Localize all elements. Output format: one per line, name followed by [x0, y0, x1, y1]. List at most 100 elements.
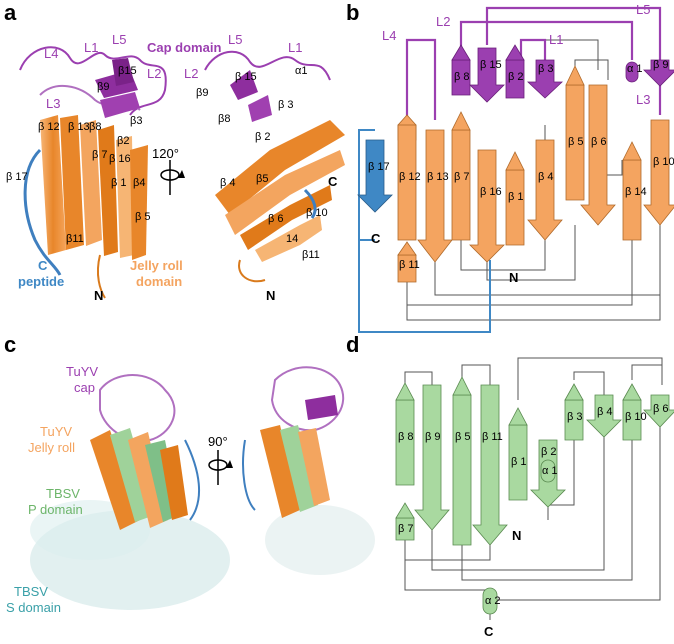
d-strand-a2: α 2 [485, 595, 501, 607]
panel-label-d: d [346, 332, 359, 357]
d-n-terminus: N [512, 528, 521, 543]
label-b11: β11 [66, 233, 84, 245]
b-strand-b4: β 4 [538, 171, 554, 183]
c-label-tuyv-cap-2: cap [74, 380, 95, 395]
b-strand-b2: β 2 [508, 71, 524, 83]
b-strand-b9: β 9 [653, 59, 669, 71]
b-strand-b11: β 11 [399, 259, 420, 271]
label-r-b10: β 10 [306, 207, 328, 219]
label-r-L2: L2 [184, 66, 198, 81]
label-L4: L4 [44, 46, 58, 61]
c-label-tuyv-jr-1: TuYV [40, 424, 72, 439]
b-label-L3: L3 [636, 92, 650, 107]
label-b12: β 12 [38, 121, 60, 133]
d-strand-b4: β 4 [597, 406, 613, 418]
c-label-tbsv-s-1: TBSV [14, 584, 48, 599]
b-strand-b3: β 3 [538, 63, 554, 75]
b-strand-a1: α 1 [627, 63, 643, 75]
label-b3: β3 [130, 115, 142, 127]
panel-label-b: b [346, 0, 359, 25]
b-strand-b1: β 1 [508, 191, 524, 203]
label-r-b14: 14 [286, 233, 298, 245]
label-b17: β 17 [6, 171, 28, 183]
label-L5: L5 [112, 32, 126, 47]
label-L3: L3 [46, 96, 60, 111]
b-strand-b12: β 12 [399, 171, 421, 183]
label-b15: β15 [118, 65, 137, 77]
label-cap-domain: Cap domain [147, 40, 221, 55]
rotation-label-120: 120° [152, 146, 179, 161]
b-n-terminus: N [509, 270, 518, 285]
label-r-b3: β 3 [278, 99, 294, 111]
label-b2: β2 [117, 135, 129, 147]
label-r-b4: β 4 [220, 177, 236, 189]
panel-a-labels: L4 L1 L5 Cap domain L2 L3 β15 β9 β8 β3 β… [6, 32, 338, 303]
d-strand-b3: β 3 [567, 411, 583, 423]
label-jelly-roll-1: Jelly roll [130, 258, 183, 273]
d-strand-b11: β 11 [482, 431, 503, 443]
b-strand-b16: β 16 [480, 186, 502, 198]
b-strand-b13: β 13 [427, 171, 449, 183]
d-strand-b2: β 2 [541, 446, 557, 458]
b-c-terminus: C [371, 231, 381, 246]
d-strand-b8: β 8 [398, 431, 414, 443]
d-strand-b6: β 6 [653, 403, 669, 415]
label-jelly-roll-2: domain [136, 274, 182, 289]
b-label-L4: L4 [382, 28, 396, 43]
b-label-L5: L5 [636, 2, 650, 17]
label-r-b9: β9 [196, 87, 208, 99]
label-n-left: N [94, 288, 103, 303]
d-strand-b10: β 10 [625, 411, 647, 423]
label-r-L5: L5 [228, 32, 242, 47]
d-strand-b1: β 1 [511, 456, 527, 468]
d-strand-a1: α 1 [542, 465, 558, 477]
panel-a-right-structure [204, 50, 345, 283]
label-b7: β 7 [92, 149, 108, 161]
b-label-L2: L2 [436, 14, 450, 29]
panel-b-topology: L4 L2 L5 L1 L3 β 17 β 12 β 13 β 8 β 7 β … [357, 2, 674, 333]
label-r-b6: β 6 [268, 213, 284, 225]
b-label-L1: L1 [549, 32, 563, 47]
label-b4: β4 [133, 177, 145, 189]
label-r-b5: β5 [256, 173, 268, 185]
c-label-tuyv-jr-2: Jelly roll [28, 440, 75, 455]
label-b16: β 16 [109, 153, 131, 165]
b-strand-b6: β 6 [591, 136, 607, 148]
b-strand-b17: β 17 [368, 161, 390, 173]
d-strand-b5: β 5 [455, 431, 471, 443]
label-r-b11: β11 [302, 249, 320, 261]
label-L1: L1 [84, 40, 98, 55]
b-strand-b15: β 15 [480, 59, 502, 71]
b-strand-b14: β 14 [625, 186, 647, 198]
label-b1: β 1 [111, 177, 127, 189]
label-b9: β9 [97, 81, 109, 93]
panel-label-c: c [4, 332, 16, 357]
panel-label-a: a [4, 0, 17, 25]
b-strand-b7: β 7 [454, 171, 470, 183]
label-r-b8: β8 [218, 113, 230, 125]
label-c-peptide-1: C [38, 258, 48, 273]
c-label-tbsv-p-1: TBSV [46, 486, 80, 501]
label-r-b2: β 2 [255, 131, 271, 143]
rotation-arrow-120 [160, 160, 185, 195]
panel-c-structure [30, 366, 375, 610]
rotation-label-90: 90° [208, 434, 228, 449]
label-b5: β 5 [135, 211, 151, 223]
b-strand-b10: β 10 [653, 156, 674, 168]
panel-c-labels: TuYV cap TuYV Jelly roll TBSV P domain T… [6, 364, 98, 615]
label-c-peptide-2: peptide [18, 274, 64, 289]
b-strand-b5: β 5 [568, 136, 584, 148]
label-b8: β8 [89, 121, 101, 133]
c-label-tbsv-s-2: S domain [6, 600, 61, 615]
label-r-a1: α1 [295, 65, 307, 77]
d-c-terminus: C [484, 624, 494, 639]
panel-a-left-structure [19, 46, 167, 299]
c-label-tbsv-p-2: P domain [28, 502, 83, 517]
d-strand-b9: β 9 [425, 431, 441, 443]
label-n-right: N [266, 288, 275, 303]
label-r-L1: L1 [288, 40, 302, 55]
label-L2: L2 [147, 66, 161, 81]
label-r-b15: β 15 [235, 71, 257, 83]
panel-d-topology: β 8 β 7 β 9 β 5 β 11 β 1 β 2 α 1 β 3 β 4… [395, 357, 674, 639]
